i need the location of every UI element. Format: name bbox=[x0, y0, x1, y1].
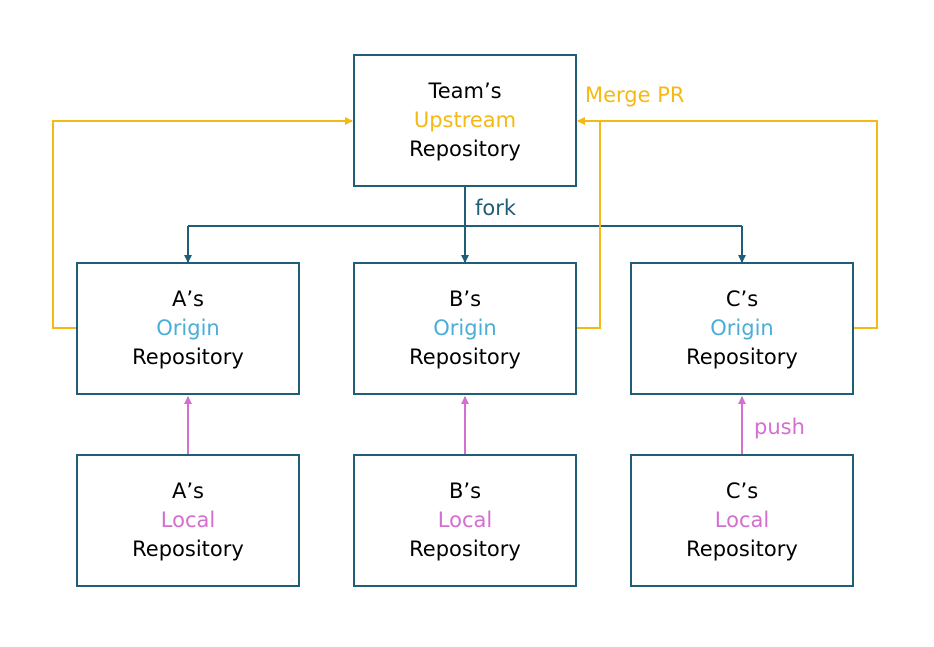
merge-arrow-a bbox=[52, 117, 353, 329]
local-kind: Local bbox=[714, 508, 770, 532]
fork-label: fork bbox=[475, 196, 517, 220]
local-repository-box-c: C’s Local Repository bbox=[630, 454, 854, 587]
origin-suffix: Repository bbox=[409, 345, 521, 369]
origin-owner: B’s bbox=[448, 287, 482, 311]
merge-connectors bbox=[52, 117, 878, 329]
upstream-suffix: Repository bbox=[409, 137, 521, 161]
local-owner: B’s bbox=[448, 479, 482, 503]
origin-repository-box-b: B’s Origin Repository bbox=[353, 262, 577, 395]
merge-arrow-b bbox=[577, 117, 601, 329]
origin-suffix: Repository bbox=[132, 345, 244, 369]
push-connectors bbox=[184, 396, 746, 455]
local-owner: A’s bbox=[172, 479, 204, 503]
merge-arrow-c bbox=[577, 117, 878, 329]
upstream-repository-box: Team’s Upstream Repository bbox=[353, 54, 577, 187]
push-label: push bbox=[754, 415, 805, 439]
origin-owner: A’s bbox=[172, 287, 204, 311]
local-suffix: Repository bbox=[409, 537, 521, 561]
upstream-owner: Team’s bbox=[428, 79, 502, 103]
origin-kind: Origin bbox=[433, 316, 497, 340]
local-suffix: Repository bbox=[132, 537, 244, 561]
origin-repository-box-a: A’s Origin Repository bbox=[76, 262, 300, 395]
origin-kind: Origin bbox=[156, 316, 220, 340]
local-suffix: Repository bbox=[686, 537, 798, 561]
origin-suffix: Repository bbox=[686, 345, 798, 369]
local-kind: Local bbox=[160, 508, 216, 532]
merge-pr-label: Merge PR bbox=[585, 83, 685, 107]
local-owner: C’s bbox=[725, 479, 759, 503]
origin-owner: C’s bbox=[725, 287, 759, 311]
origin-repository-box-c: C’s Origin Repository bbox=[630, 262, 854, 395]
origin-kind: Origin bbox=[710, 316, 774, 340]
local-kind: Local bbox=[437, 508, 493, 532]
local-repository-box-b: B’s Local Repository bbox=[353, 454, 577, 587]
upstream-kind: Upstream bbox=[413, 108, 517, 132]
fork-connectors bbox=[184, 187, 746, 263]
local-repository-box-a: A’s Local Repository bbox=[76, 454, 300, 587]
